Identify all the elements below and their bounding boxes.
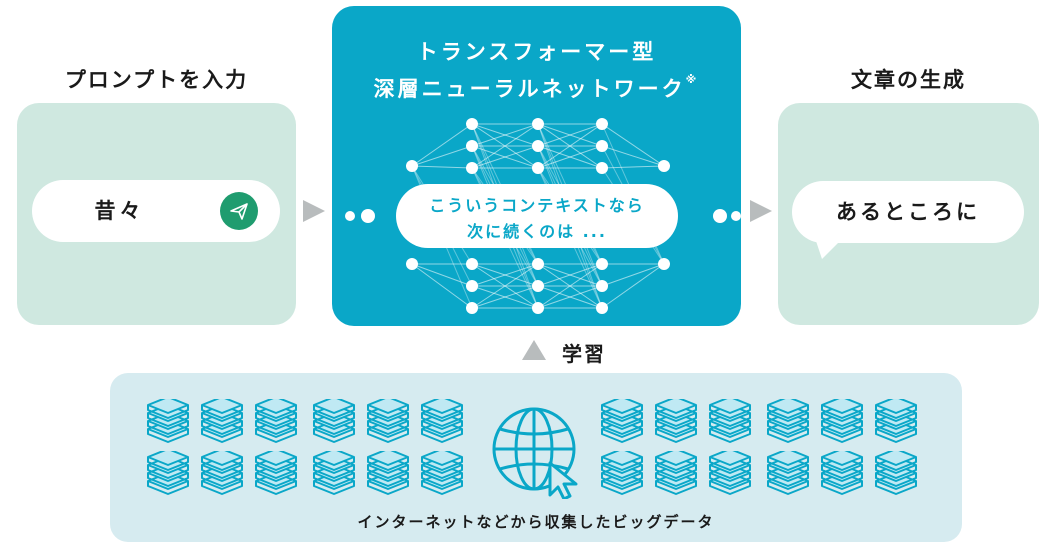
globe-icon <box>492 407 578 499</box>
book-stack-icon <box>767 451 809 495</box>
network-node <box>406 160 418 172</box>
cursor-icon <box>548 461 578 499</box>
network-edge <box>471 263 539 309</box>
book-stack-icon <box>655 399 697 443</box>
network-node <box>596 162 608 174</box>
network-edge <box>537 123 603 169</box>
book-stack-icon <box>421 451 463 495</box>
network-edge <box>411 145 473 167</box>
network-edge <box>537 263 603 309</box>
network-node <box>532 280 544 292</box>
network-node <box>466 302 478 314</box>
send-button[interactable] <box>220 192 258 230</box>
learning-label: 学習 <box>562 342 606 366</box>
network-node <box>658 258 670 270</box>
network-edge <box>471 263 539 287</box>
book-stack-icon <box>821 399 863 443</box>
output-bubble: あるところに <box>792 181 1024 243</box>
footnote-mark: ※ <box>685 73 700 86</box>
network-edge <box>411 165 473 169</box>
book-stack-icon <box>875 451 917 495</box>
output-panel: あるところに <box>778 103 1039 325</box>
network-edge <box>601 123 665 167</box>
big-data-panel: インターネットなどから収集したビッグデータ <box>110 373 962 542</box>
io-dot <box>345 211 355 221</box>
network-node <box>596 302 608 314</box>
network-edge <box>601 165 665 169</box>
book-stack-icon <box>313 451 355 495</box>
input-title: プロンプトを入力 <box>64 68 249 92</box>
book-stack-icon <box>255 451 297 495</box>
book-stack-icon <box>421 399 463 443</box>
arrow-learning <box>522 340 546 360</box>
network-edge <box>411 263 473 309</box>
model-title-line1: トランスフォーマー型 <box>416 40 657 64</box>
arrow-to-model <box>303 200 325 222</box>
network-node <box>532 258 544 270</box>
book-stack-icon <box>255 399 297 443</box>
network-node <box>466 140 478 152</box>
network-node <box>596 258 608 270</box>
network-node <box>406 258 418 270</box>
network-edge <box>471 145 539 169</box>
book-stack-icon <box>201 399 243 443</box>
book-stack-icon <box>601 399 643 443</box>
book-stack-icon <box>367 399 409 443</box>
book-stack-icon <box>147 399 189 443</box>
network-edge <box>537 263 603 287</box>
network-node <box>466 258 478 270</box>
book-stack-icon <box>767 399 809 443</box>
output-title: 文章の生成 <box>851 68 966 92</box>
book-stack-icon <box>601 451 643 495</box>
network-node <box>596 118 608 130</box>
book-stack-icon <box>709 399 751 443</box>
network-edge <box>471 123 539 147</box>
book-stack-icon <box>655 451 697 495</box>
prompt-input[interactable]: 昔々 <box>32 180 280 242</box>
book-stack-icon <box>875 399 917 443</box>
network-edge <box>601 145 665 167</box>
network-node <box>466 162 478 174</box>
network-node <box>466 280 478 292</box>
network-node <box>658 160 670 172</box>
network-edge <box>411 263 473 287</box>
context-text-line2: 次に続くのは ... <box>467 222 607 241</box>
network-edge <box>601 263 665 309</box>
io-dot <box>731 211 741 221</box>
network-node <box>596 280 608 292</box>
book-stack-icon <box>201 451 243 495</box>
book-stack-icon <box>147 451 189 495</box>
context-bubble: こういうコンテキストなら 次に続くのは ... <box>396 184 678 248</box>
book-stack-icon <box>821 451 863 495</box>
book-stack-icon <box>367 451 409 495</box>
io-dot <box>713 209 727 223</box>
network-node <box>532 162 544 174</box>
network-node <box>596 140 608 152</box>
model-panel: トランスフォーマー型 深層ニューラルネットワーク※ こういうコンテキストなら 次… <box>332 6 741 326</box>
model-title-line2: 深層ニューラルネットワーク※ <box>332 73 741 103</box>
data-caption: インターネットなどから収集したビッグデータ <box>357 513 715 531</box>
book-stack-icon <box>709 451 751 495</box>
network-node <box>532 140 544 152</box>
network-edge <box>471 285 539 309</box>
network-node <box>532 302 544 314</box>
book-stack-icon <box>313 399 355 443</box>
io-dot <box>361 209 375 223</box>
network-edge <box>537 145 603 169</box>
arrow-to-output <box>750 200 772 222</box>
network-edge <box>601 263 665 287</box>
context-text-line1: こういうコンテキストなら <box>429 196 645 215</box>
model-title-text: 深層ニューラルネットワーク <box>373 77 686 101</box>
network-edge <box>471 123 539 169</box>
bubble-tail <box>816 241 840 259</box>
network-node <box>532 118 544 130</box>
paper-plane-icon <box>230 203 248 220</box>
network-edge <box>537 285 603 309</box>
network-edge <box>537 123 603 147</box>
network-edge <box>411 123 473 167</box>
prompt-text: 昔々 <box>94 199 145 223</box>
network-node <box>466 118 478 130</box>
